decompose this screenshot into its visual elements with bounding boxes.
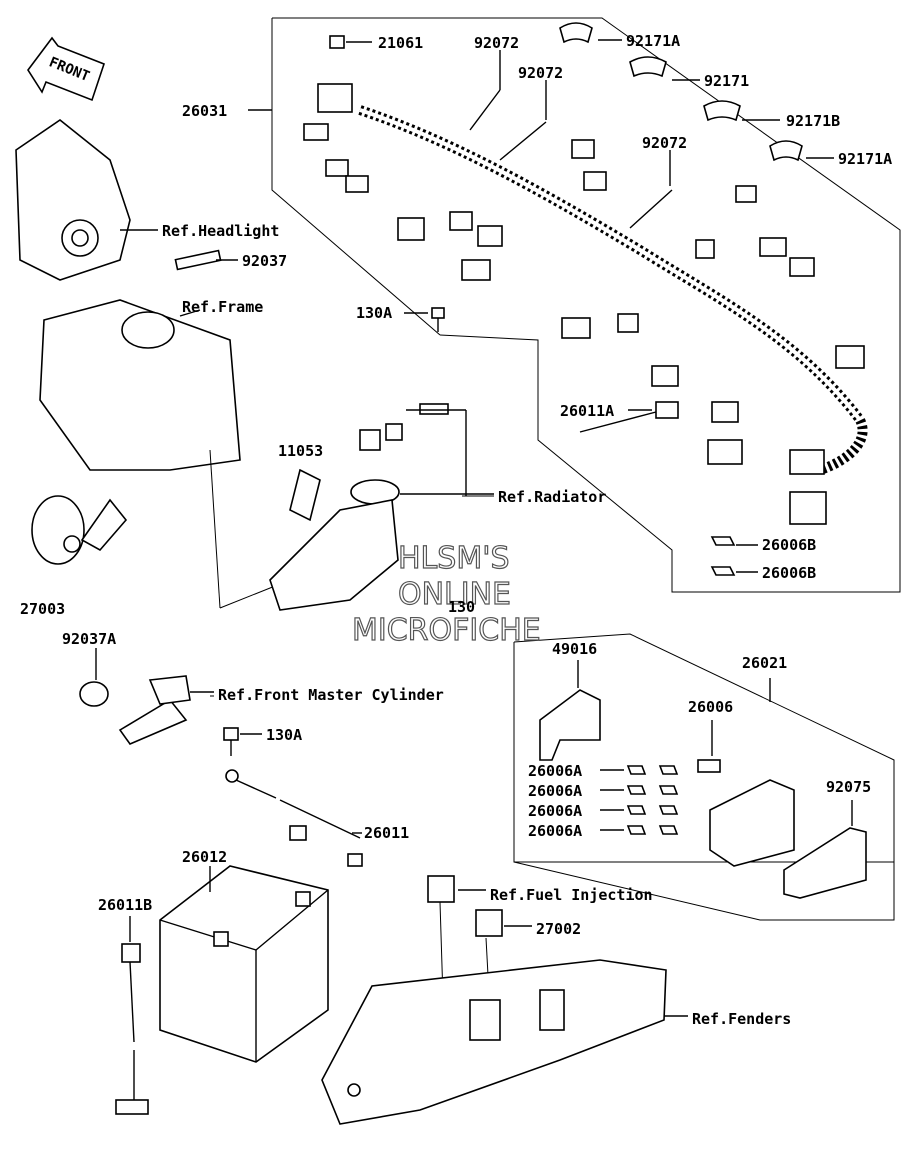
band-92072 [469, 50, 673, 229]
connector-21061 [329, 35, 345, 49]
horn-27003 [31, 495, 128, 565]
fender-assembly [321, 959, 688, 1125]
frame-section [39, 299, 241, 471]
label-27003: 27003 [20, 600, 65, 618]
watermark-line-2: ONLINE [398, 577, 511, 612]
bolt-130A-top [431, 307, 445, 332]
cover-92075 [783, 827, 867, 899]
clamp-92171 [559, 22, 834, 162]
fuse-26006 [697, 720, 721, 773]
label-26006B-1: 26006B [762, 536, 816, 554]
label-92037: 92037 [242, 252, 287, 270]
label-26006A-2: 26006A [528, 782, 582, 800]
bracket-49016 [539, 689, 601, 761]
junction-box [709, 779, 795, 867]
label-ref-radiator: Ref.Radiator [498, 488, 606, 506]
label-ref-frame: Ref.Frame [182, 298, 263, 316]
label-92171A-2: 92171A [838, 150, 892, 168]
label-ref-fenders: Ref.Fenders [692, 1010, 791, 1028]
headlight-assembly [15, 119, 158, 281]
watermark: HLSM'S ONLINE MICROFICHE [351, 540, 541, 648]
label-92072-a: 92072 [474, 34, 519, 52]
relay-27002 [475, 909, 503, 937]
bracket-92037 [174, 249, 222, 271]
front-arrow-icon: FRONT [27, 36, 105, 102]
radiator-parts [269, 403, 494, 611]
label-27002: 27002 [536, 920, 581, 938]
wiring-harness [303, 83, 868, 525]
cable-26011B [115, 916, 149, 1115]
label-ref-front-master-cylinder: Ref.Front Master Cylinder [218, 686, 444, 704]
battery-26012 [159, 865, 329, 1063]
label-11053: 11053 [278, 442, 323, 460]
label-26011: 26011 [364, 824, 409, 842]
label-92072-b: 92072 [518, 64, 563, 82]
junction-box-outline [513, 642, 895, 921]
relay-fuel-injection [427, 875, 455, 903]
label-26011A: 26011A [560, 402, 614, 420]
label-26006B-2: 26006B [762, 564, 816, 582]
fuse-26006B-a [710, 536, 736, 546]
label-92171B: 92171B [786, 112, 840, 130]
harness-group-outline [272, 17, 901, 593]
label-26006A-4: 26006A [528, 822, 582, 840]
label-26021: 26021 [742, 654, 787, 672]
label-49016: 49016 [552, 640, 597, 658]
label-26011B: 26011B [98, 896, 152, 914]
label-21061: 21061 [378, 34, 423, 52]
label-26006: 26006 [688, 698, 733, 716]
label-130A-top: 130A [356, 304, 392, 322]
label-92171A-1: 92171A [626, 32, 680, 50]
fuse-set-26006A [600, 765, 679, 835]
label-92037A: 92037A [62, 630, 116, 648]
label-92171: 92171 [704, 72, 749, 90]
fuse-26006B-b [710, 566, 736, 576]
label-130: 130 [448, 598, 475, 616]
label-92072-c: 92072 [642, 134, 687, 152]
label-92075: 92075 [826, 778, 871, 796]
watermark-line-3: MICROFICHE [352, 613, 541, 648]
label-26006A-3: 26006A [528, 802, 582, 820]
label-26006A-1: 26006A [528, 762, 582, 780]
label-ref-fuel-injection: Ref.Fuel Injection [490, 886, 653, 904]
clamp-92037A [79, 648, 191, 745]
watermark-line-1: HLSM'S [398, 541, 510, 576]
label-26031: 26031 [182, 102, 227, 120]
sensor-26011A [579, 401, 679, 433]
cable-26011 [225, 769, 363, 867]
bolt-130A-lower [223, 727, 262, 756]
part-labels: 21061 92072 92072 92072 92171A 92171 921… [20, 32, 892, 1028]
label-ref-headlight: Ref.Headlight [162, 222, 279, 240]
label-130A-lower: 130A [266, 726, 302, 744]
label-26012: 26012 [182, 848, 227, 866]
